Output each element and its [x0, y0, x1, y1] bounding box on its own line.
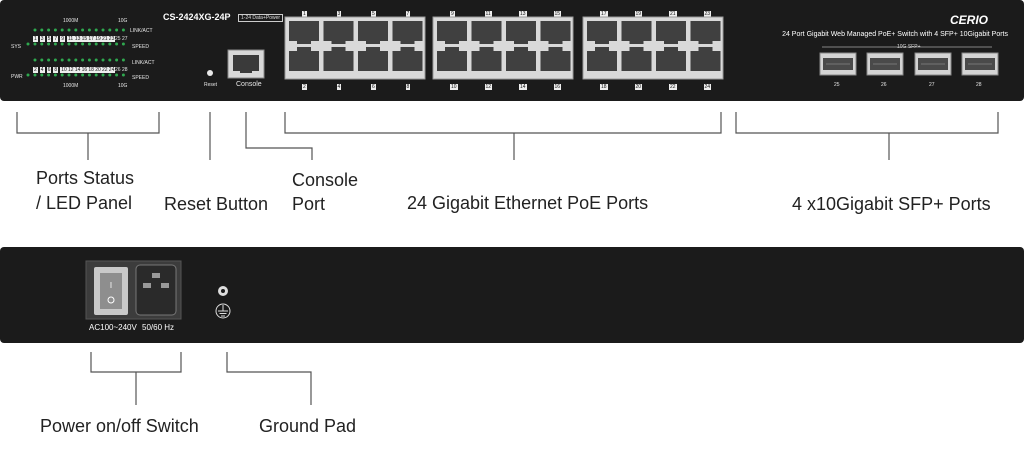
port-number-label: 24	[703, 84, 712, 90]
led-port-number: 9	[60, 36, 65, 42]
led-port-number: 12	[67, 67, 75, 73]
led-1000m-top-label: 1000M	[63, 18, 79, 24]
power-voltage-label: AC100~240V	[89, 323, 137, 332]
port-number-label: 16	[553, 84, 562, 90]
port-number-label: 12	[484, 84, 493, 90]
led-port-number: 5	[46, 36, 52, 42]
port-number-label: 21	[669, 11, 677, 17]
port-number-label: 13	[519, 11, 527, 17]
led-10g-top-label: 10G	[118, 18, 128, 24]
port-number-label: 7	[405, 11, 411, 17]
reset-label: Reset	[204, 82, 218, 88]
callout-console: Console	[292, 170, 359, 190]
sfp-port-number: 28	[976, 82, 982, 88]
port-number-label: 6	[371, 84, 376, 90]
led-port-number: 16	[80, 67, 89, 73]
rear-panel: AC100~240V 50/60 Hz	[0, 247, 1024, 343]
led-port-number: 24	[107, 67, 116, 73]
port-number-label: 22	[669, 84, 677, 90]
led-linkact-bottom-label: LINK/ACT	[132, 60, 155, 66]
callout-power-switch: Power on/off Switch	[40, 416, 199, 436]
model-name: CS-2424XG-24P	[163, 12, 231, 22]
led-port-number: 22	[101, 67, 109, 73]
sfp-port-number: 27	[929, 82, 935, 88]
front-panel: 1000M 10G LINK/ACT SYS SPEED LINK/ACT PW…	[0, 0, 1024, 101]
led-port-number: 17	[87, 36, 95, 42]
led-port-number: 1	[33, 36, 38, 42]
led-port-number: 21	[101, 36, 109, 42]
led-linkact-top-label: LINK/ACT	[130, 28, 153, 34]
port-number-label: 11	[484, 11, 492, 17]
led-port-number: 11	[67, 36, 75, 42]
led-port-number: 18	[87, 67, 95, 73]
callout-ground-pad: Ground Pad	[259, 416, 357, 436]
port-number-label: 2	[302, 84, 307, 90]
product-description: 24 Port Gigabit Web Managed PoE+ Switch …	[782, 31, 1008, 38]
led-bottom-extra-numbers: 26 28	[115, 67, 128, 73]
led-port-number: 4	[39, 67, 45, 73]
port-number-label: 19	[634, 11, 643, 17]
led-port-number: 10	[60, 67, 68, 73]
poe-tag: 1-24 Data+Power	[238, 14, 284, 22]
led-port-number: 2	[33, 67, 38, 73]
console-label: Console	[236, 81, 262, 88]
led-speed-top-label: SPEED	[132, 44, 149, 50]
callout-sfp-ports: 4 x10Gigabit SFP+ Ports	[792, 194, 991, 214]
led-port-number: 23	[107, 36, 116, 42]
port-number-label: 17	[600, 11, 608, 17]
port-number-label: 4	[336, 84, 342, 90]
port-number-label: 3	[336, 11, 342, 17]
callout-poe-ports: 24 Gigabit Ethernet PoE Ports	[407, 193, 649, 213]
sfp-port-number: 25	[834, 82, 840, 88]
led-port-number: 20	[94, 67, 102, 73]
led-port-number: 19	[94, 36, 102, 42]
led-sys-label: SYS	[11, 44, 22, 50]
led-top-extra-numbers: 25 27	[115, 36, 128, 42]
power-frequency-label: 50/60 Hz	[142, 323, 175, 332]
port-number-label: 14	[519, 84, 527, 90]
port-number-label: 18	[600, 84, 608, 90]
port-number-label: 9	[450, 11, 455, 17]
led-port-number: 3	[39, 36, 45, 42]
led-port-number: 7	[53, 36, 59, 42]
callout-console-port: Port	[292, 194, 326, 214]
port-number-label: 20	[634, 84, 643, 90]
port-number-label: 5	[371, 11, 376, 17]
port-number-label: 10	[450, 84, 458, 90]
port-number-label: 8	[405, 84, 411, 90]
led-10g-bottom-label: 10G	[118, 83, 128, 89]
callout-led-panel: / LED Panel	[36, 193, 133, 213]
led-pwr-label: PWR	[11, 74, 23, 80]
led-port-number: 13	[73, 36, 82, 42]
led-port-number: 14	[73, 67, 82, 73]
port-number-label: 23	[703, 11, 712, 17]
sfp-tag: 10G SFP+	[897, 44, 921, 50]
callout-reset-button: Reset Button	[164, 194, 269, 214]
led-port-number: 15	[80, 36, 89, 42]
brand-logo: CERIO	[949, 13, 988, 27]
led-port-number: 8	[53, 67, 59, 73]
sfp-port-number: 26	[881, 82, 887, 88]
callout-ports-status: Ports Status	[36, 168, 135, 188]
led-1000m-bottom-label: 1000M	[63, 83, 79, 89]
led-port-number: 6	[46, 67, 52, 73]
port-number-label: 1	[302, 11, 307, 17]
port-number-label: 15	[553, 11, 562, 17]
led-speed-bottom-label: SPEED	[132, 75, 149, 81]
